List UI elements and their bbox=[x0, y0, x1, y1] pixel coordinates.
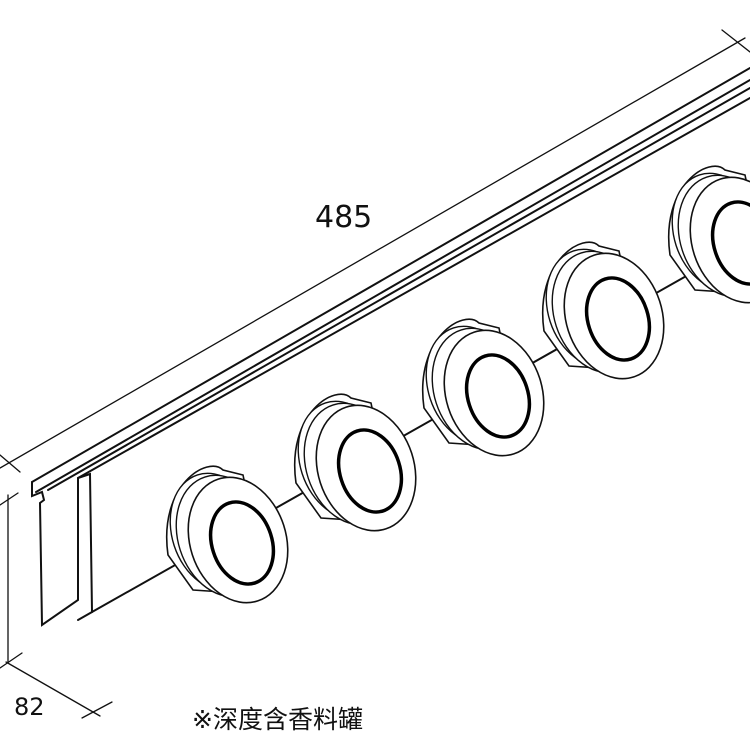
jar-lid-ring bbox=[208, 500, 276, 586]
jars bbox=[165, 165, 750, 604]
jar-lid-ring bbox=[336, 428, 404, 514]
depth-dimension-line bbox=[5, 661, 101, 717]
spice-jar bbox=[667, 165, 750, 304]
spice-jar bbox=[293, 393, 417, 532]
length-dimension-line bbox=[0, 37, 746, 469]
rail-edge bbox=[35, 79, 750, 493]
jar-lid-ring bbox=[584, 276, 652, 362]
length-tick-right bbox=[721, 29, 750, 53]
jar-lid-ring bbox=[464, 353, 532, 439]
back-plate bbox=[77, 472, 94, 621]
rail-edge bbox=[31, 67, 750, 483]
height-tick-bottom bbox=[0, 652, 23, 669]
rail-edge bbox=[47, 87, 750, 491]
spice-jar bbox=[541, 241, 665, 380]
rail-edge bbox=[77, 97, 750, 479]
depth-note: ※深度含香料罐 bbox=[192, 705, 363, 734]
spice-jar bbox=[421, 318, 545, 457]
spice-jar bbox=[165, 465, 289, 604]
height-tick-top bbox=[0, 492, 19, 506]
rail-end bbox=[31, 477, 79, 627]
length-dimension-label: 485 bbox=[315, 200, 373, 235]
depth-dimension-label: 82 bbox=[14, 693, 45, 721]
depth-tick bbox=[81, 701, 113, 719]
length-tick-left bbox=[0, 454, 21, 473]
jar-lid-ring bbox=[710, 200, 750, 286]
dimension-lines bbox=[0, 29, 750, 719]
